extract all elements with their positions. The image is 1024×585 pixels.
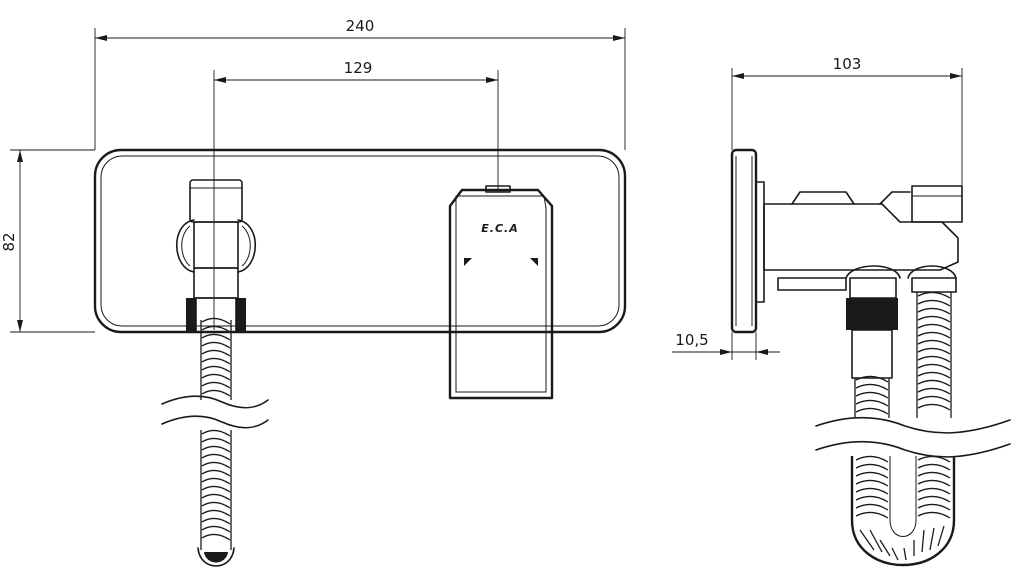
dimension-height: 82 [0, 149, 95, 333]
dimension-label-240: 240 [346, 17, 375, 35]
brand-logo: E.C.A [481, 222, 518, 235]
dimension-label-129: 129 [344, 59, 373, 77]
mixer-handle: E.C.A [448, 185, 554, 400]
side-break-lines [815, 416, 1011, 458]
side-view: 103 10,5 [672, 55, 1011, 567]
dimension-label-10-5: 10,5 [675, 331, 708, 349]
shower-holder [175, 179, 257, 333]
dimension-wall-plate: 10,5 [672, 331, 780, 360]
dimension-projection: 103 [731, 55, 963, 188]
dimension-overall-width: 240 [94, 17, 626, 150]
dimension-label-82: 82 [0, 232, 18, 251]
front-hose-upper [200, 317, 232, 400]
side-hose-loop [850, 455, 956, 567]
front-hose-lower [197, 429, 235, 567]
side-hoses-upper [854, 291, 952, 418]
front-break-lines [161, 395, 269, 429]
front-wall-plate [93, 148, 627, 334]
front-view: 240 129 82 [0, 17, 627, 567]
side-valve-body [763, 185, 963, 379]
dimension-label-103: 103 [833, 55, 862, 73]
side-wall-plate [730, 148, 765, 334]
dimension-axis-spacing: 129 [213, 59, 499, 330]
